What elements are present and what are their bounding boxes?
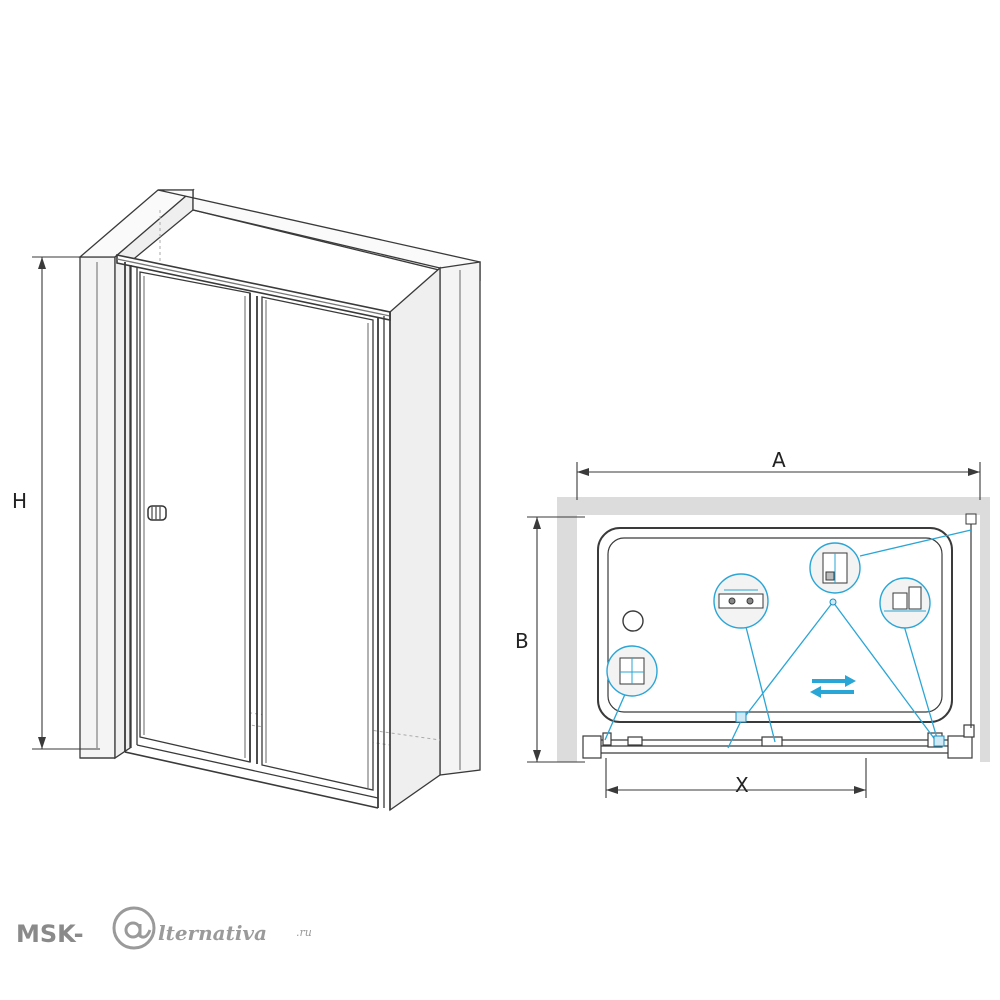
drain bbox=[622, 610, 644, 632]
depth-label: B bbox=[515, 629, 529, 653]
width-dimension bbox=[576, 462, 981, 500]
depth-dimension bbox=[527, 516, 585, 763]
slide-direction-arrows-icon bbox=[810, 675, 856, 698]
watermark-prefix: MSK- bbox=[16, 920, 84, 948]
opening-dimension bbox=[605, 758, 867, 798]
detail-callout-icon bbox=[809, 542, 861, 594]
perspective-view bbox=[78, 188, 481, 812]
watermark-suffix: .ru bbox=[296, 926, 312, 939]
height-label: H bbox=[12, 489, 27, 513]
shower-tray bbox=[597, 527, 953, 723]
detail-callout-icon bbox=[879, 577, 931, 629]
back-wall-top bbox=[157, 189, 481, 281]
right-door-panel bbox=[261, 296, 374, 791]
opening-label: X bbox=[735, 773, 749, 797]
width-label: A bbox=[772, 448, 786, 472]
plan-view bbox=[557, 497, 990, 762]
left-wall-strip bbox=[557, 497, 577, 762]
door-handle-icon bbox=[147, 505, 167, 521]
watermark-brand: lternativa bbox=[158, 921, 267, 945]
detail-callout-icon bbox=[713, 573, 769, 629]
watermark-logo: MSK- lternativa .ru bbox=[16, 906, 312, 950]
height-dimension bbox=[32, 256, 100, 750]
detail-callout-icon bbox=[606, 645, 658, 697]
at-sign-icon bbox=[112, 906, 156, 950]
back-wall-strip bbox=[557, 497, 990, 515]
